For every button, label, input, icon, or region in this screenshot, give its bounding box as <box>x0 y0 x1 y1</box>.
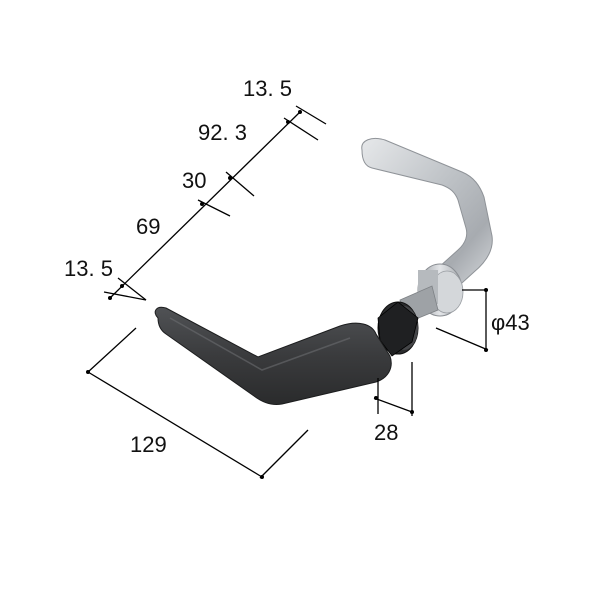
rose-diameter-dimension <box>435 288 489 352</box>
dim-rose-diameter: φ43 <box>491 310 530 335</box>
dark-lever <box>154 306 392 405</box>
lever-length-dimension <box>86 327 309 479</box>
dim-lever-length: 129 <box>130 432 167 457</box>
dim-depth-c: 30 <box>182 168 206 193</box>
dim-depth-e: 13. 5 <box>64 256 113 281</box>
dim-depth-a: 13. 5 <box>243 76 292 101</box>
dim-depth-b: 92. 3 <box>198 120 247 145</box>
front-rose <box>377 301 419 357</box>
dim-depth-d: 69 <box>136 214 160 239</box>
dim-rose-thickness: 28 <box>374 420 398 445</box>
rose-thickness-dimension <box>373 362 414 416</box>
depth-dimension-chain <box>103 105 327 301</box>
